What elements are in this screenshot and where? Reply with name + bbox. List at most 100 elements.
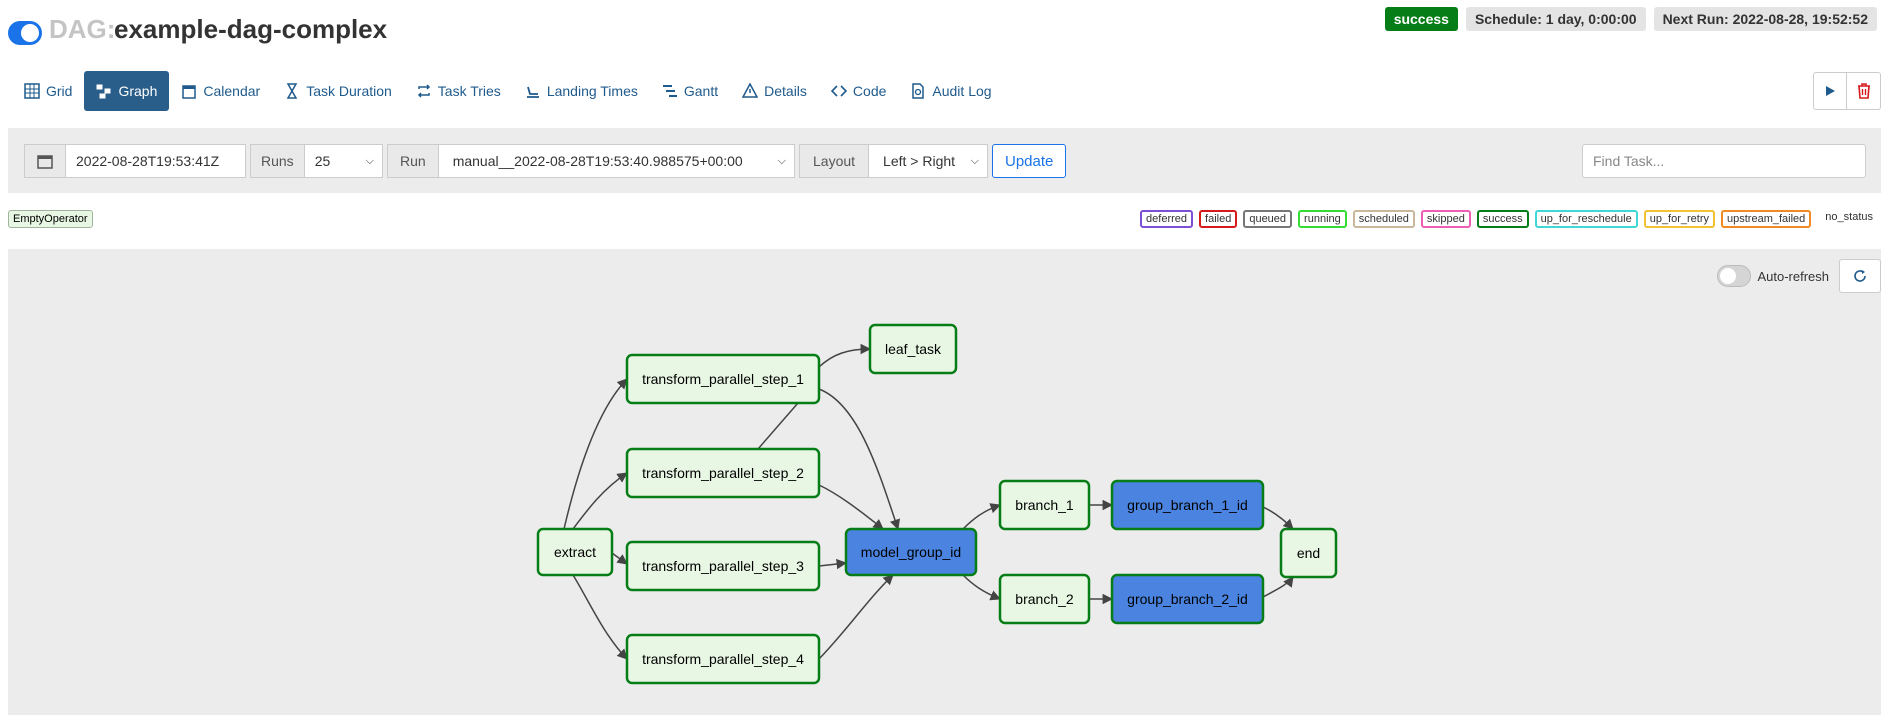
edge-model-to-b1 [962,503,1001,530]
legend-up-for-retry[interactable]: up_for_retry [1643,210,1716,228]
run-select[interactable]: Run manual__2022-08-28T19:53:40.988575+0… [387,144,795,178]
auto-refresh-label: Auto-refresh [1757,268,1829,284]
edge-gb1-to-end [1262,506,1294,530]
trigger-dag-button[interactable] [1813,72,1847,110]
task-node-box [1110,573,1265,625]
legend-queued[interactable]: queued [1243,210,1293,228]
task-node-group-branch-1-id[interactable]: group_branch_1_id [1110,479,1265,531]
header-badges: success Schedule: 1 day, 0:00:00 Next Ru… [1384,7,1877,31]
runs-select[interactable]: Runs 25 ⌵ [250,144,383,178]
runs-label: Runs [251,145,305,177]
tab-task-tries[interactable]: Task Tries [404,71,513,111]
task-node-transform-parallel-step-4[interactable]: transform_parallel_step_4 [625,633,821,685]
auto-refresh-switch[interactable] [1717,265,1752,287]
task-node-box [625,633,821,685]
tab-label: Audit Log [932,83,992,99]
tab-label: Gantt [683,83,719,99]
chevron-down-icon: ⌵ [970,154,979,167]
layout-value: Left > Right [883,153,956,169]
legend-upstream-failed[interactable]: upstream_failed [1721,210,1812,228]
task-node-branch-1[interactable]: branch_1 [998,479,1091,531]
task-node-label: group_branch_2_id [1127,591,1248,607]
task-node-model-group-id[interactable]: model_group_id [844,527,978,577]
next-run-badge: Next Run: 2022-08-28, 19:52:52 [1653,7,1877,31]
play-icon [1826,86,1835,96]
legend-deferred[interactable]: deferred [1140,210,1194,228]
schedule-badge: Schedule: 1 day, 0:00:00 [1465,7,1646,31]
task-node-transform-parallel-step-1[interactable]: transform_parallel_step_1 [625,353,821,405]
update-button[interactable]: Update [992,144,1067,178]
legend-skipped[interactable]: skipped [1420,210,1471,228]
task-node-leaf-task[interactable]: leaf_task [868,323,958,375]
edge-t1-to-model [818,388,900,530]
task-node-group-branch-2-id[interactable]: group_branch_2_id [1110,573,1265,625]
refresh-icon [1854,270,1866,282]
edge-model-to-b2 [962,574,1001,601]
operator-tag[interactable]: EmptyOperator [8,210,93,228]
tab-grid[interactable]: Grid [12,71,84,111]
tab-graph[interactable]: Graph [84,71,170,111]
calendar-icon [25,145,66,177]
task-node-box [625,447,821,499]
run-label: Run [388,145,439,177]
layout-label: Layout [800,145,870,177]
dag-actions [1813,72,1881,110]
edge-t4-to-model [818,574,894,660]
task-node-box [1110,479,1265,531]
tab-landing-times[interactable]: Landing Times [513,71,650,111]
run-value: manual__2022-08-28T19:53:40.988575+00:00 [452,153,743,169]
task-node-end[interactable]: end [1279,527,1338,579]
legend-failed[interactable]: failed [1199,210,1238,228]
task-node-label: end [1297,545,1320,561]
graph-icon [96,84,111,99]
task-node-transform-parallel-step-3[interactable]: transform_parallel_step_3 [625,540,821,592]
tab-code[interactable]: Code [819,71,898,111]
task-node-label: group_branch_1_id [1127,497,1248,513]
base-date-field[interactable]: 2022-08-28T19:53:41Z [24,144,246,178]
tab-audit-log[interactable]: Audit Log [898,71,1003,111]
task-node-label: branch_1 [1015,497,1074,513]
tab-calendar[interactable]: Calendar [169,71,272,111]
task-node-transform-parallel-step-2[interactable]: transform_parallel_step_2 [625,447,821,499]
find-task-input[interactable] [1582,144,1866,178]
layout-select[interactable]: Layout Left > Right ⌵ [799,144,988,178]
auto-refresh-control[interactable]: Auto-refresh [1717,265,1829,287]
task-node-label: transform_parallel_step_3 [642,558,804,574]
repeat-icon [417,84,430,98]
task-node-box [625,353,821,405]
status-badge: success [1384,7,1458,31]
edge-extract-to-t2 [572,472,628,530]
task-node-label: transform_parallel_step_2 [642,465,804,481]
tab-details[interactable]: Details [730,71,819,111]
edge-t1-to-t2-link [757,402,799,450]
edge-t2-to-model [818,484,884,530]
tab-gantt[interactable]: Gantt [650,71,730,111]
edge-gb2-to-end [1262,576,1294,598]
legend-no-status[interactable]: no_status [1817,210,1877,228]
task-node-branch-2[interactable]: branch_2 [998,573,1091,625]
legend-up-for-reschedule[interactable]: up_for_reschedule [1534,210,1638,228]
task-node-box [868,323,958,375]
task-node-label: model_group_id [861,544,961,560]
tab-task-duration[interactable]: Task Duration [272,71,404,111]
task-node-box [998,479,1091,531]
task-node-extract[interactable]: extract [536,527,614,577]
graph-panel: Auto-refresh extract transform_parallel_s… [8,249,1881,715]
tab-label: Landing Times [546,83,638,99]
delete-dag-button[interactable] [1847,72,1881,110]
base-date-value: 2022-08-28T19:53:41Z [76,153,220,169]
dag-pause-toggle[interactable] [8,21,42,45]
dag-prefix: DAG: [49,14,116,44]
chevron-down-icon: ⌵ [365,154,374,167]
legend-scheduled[interactable]: scheduled [1352,210,1415,228]
edge-t3-to-model [818,558,848,570]
refresh-button[interactable] [1839,259,1881,293]
dag-graph: extract transform_parallel_step_1 transfor… [536,323,1338,685]
task-node-box [844,527,978,577]
code-icon [830,85,847,97]
task-node-box [1279,527,1338,579]
legend-success[interactable]: success [1476,210,1529,228]
legend-running[interactable]: running [1298,210,1347,228]
edge-extract-to-t4 [572,574,628,660]
task-node-box [536,527,614,577]
